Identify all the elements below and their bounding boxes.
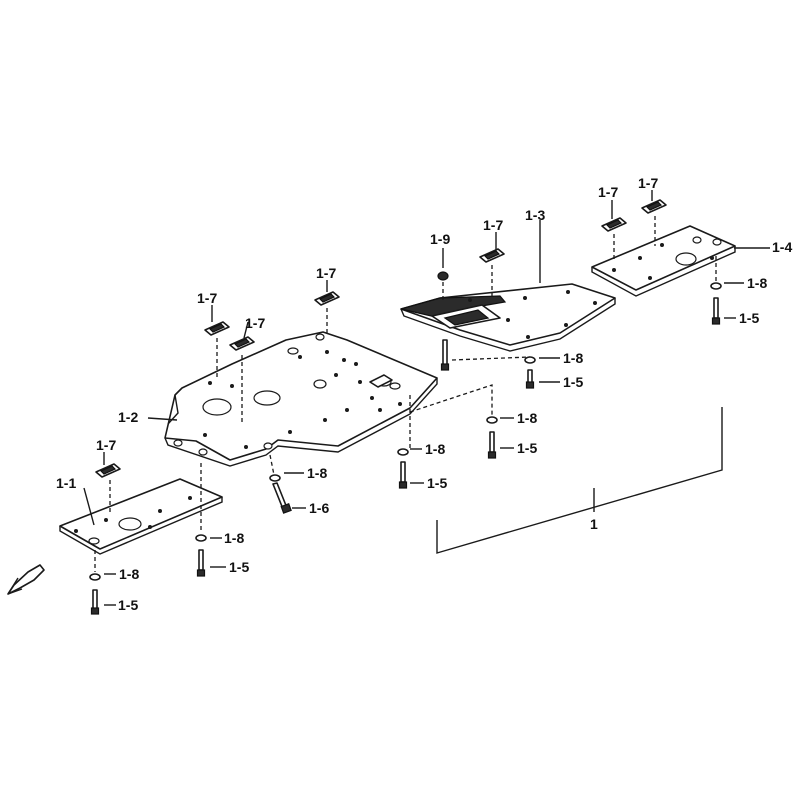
label-1-5: 1-5 <box>517 440 537 456</box>
label-1-6: 1-6 <box>309 500 329 516</box>
label-1-8: 1-8 <box>307 465 327 481</box>
label-1-8: 1-8 <box>224 530 244 546</box>
plate-1-2 <box>164 331 438 467</box>
plate-1-4 <box>591 225 736 297</box>
label-1-7: 1-7 <box>638 175 658 191</box>
label-1-7: 1-7 <box>598 184 618 200</box>
label-1: 1 <box>590 516 598 532</box>
label-1-5: 1-5 <box>427 475 447 491</box>
label-1-1: 1-1 <box>56 475 76 491</box>
label-1-5: 1-5 <box>739 310 759 326</box>
label-1-7: 1-7 <box>483 217 503 233</box>
label-1-8: 1-8 <box>747 275 767 291</box>
label-1-9: 1-9 <box>430 231 450 247</box>
assembly-bracket <box>436 407 723 554</box>
label-1-7: 1-7 <box>245 315 265 331</box>
label-1-5: 1-5 <box>563 374 583 390</box>
alignment-lines <box>94 216 717 572</box>
label-1-7: 1-7 <box>316 265 336 281</box>
label-1-7: 1-7 <box>197 290 217 306</box>
bolt-1-5 <box>90 297 721 615</box>
nut-1-9 <box>437 271 449 281</box>
label-1-4: 1-4 <box>772 239 792 255</box>
leader-lines <box>83 190 770 606</box>
label-1-5: 1-5 <box>229 559 249 575</box>
label-1-8: 1-8 <box>517 410 537 426</box>
label-1-8: 1-8 <box>563 350 583 366</box>
bolt-1-6 <box>272 482 292 514</box>
label-1-7: 1-7 <box>96 437 116 453</box>
washer-1-8 <box>89 282 722 581</box>
label-1-8: 1-8 <box>119 566 139 582</box>
clip-1-7 <box>95 199 667 478</box>
label-1-5: 1-5 <box>118 597 138 613</box>
label-1-8: 1-8 <box>425 441 445 457</box>
label-1-3: 1-3 <box>525 207 545 223</box>
label-1-2: 1-2 <box>118 409 138 425</box>
plate-1-1 <box>59 478 223 555</box>
plate-1-3 <box>400 283 616 352</box>
front-arrow-icon <box>7 564 45 595</box>
